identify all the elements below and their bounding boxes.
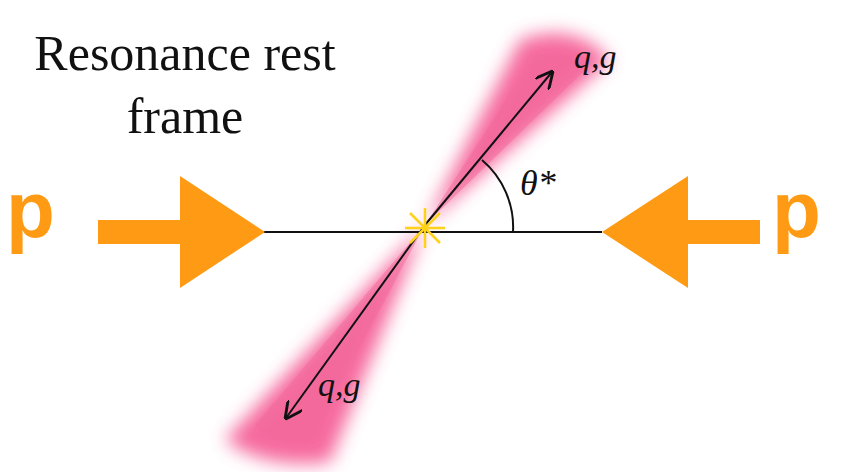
proton-label: p <box>6 170 55 250</box>
beam-axis <box>262 231 602 233</box>
jet-axis <box>286 225 425 418</box>
proton-arrow <box>98 176 760 288</box>
jet-core <box>255 54 585 441</box>
jet-axis <box>425 72 552 225</box>
angle-label: θ* <box>520 165 556 201</box>
frame-title: Resonance rest frame <box>20 22 350 147</box>
jet-cone <box>225 33 610 463</box>
angle-arc <box>482 160 513 232</box>
jet-label: q,g <box>574 40 617 74</box>
jet-label: q,g <box>318 368 361 402</box>
proton-label: p <box>772 170 821 250</box>
collision-spark <box>405 208 445 248</box>
